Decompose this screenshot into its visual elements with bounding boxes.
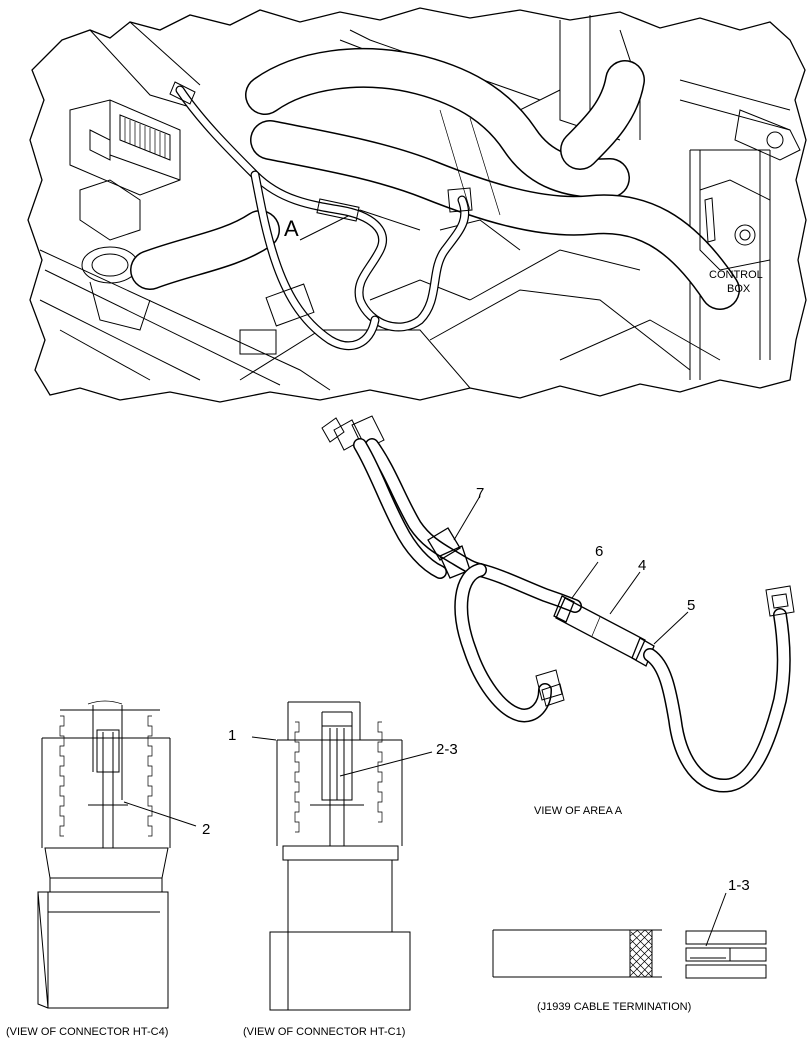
callout-6: 6 xyxy=(595,543,603,560)
area-a-detail: 7 6 4 5 VIEW OF AREA A xyxy=(321,415,795,817)
overview-outline xyxy=(27,7,807,403)
connector-ht-c4: 2 (VIEW OF CONNECTOR HT-C4) xyxy=(6,700,210,1038)
caption-connector-ht-c4: (VIEW OF CONNECTOR HT-C4) xyxy=(6,1026,168,1038)
callout-5: 5 xyxy=(687,597,695,614)
item-5-band xyxy=(631,637,655,667)
item-6-band xyxy=(553,595,575,623)
callout-4: 4 xyxy=(638,557,646,574)
harness-end-connector-right xyxy=(765,585,795,617)
j1939-cable-termination: 1-3 (J1939 CABLE TERMINATION) xyxy=(492,877,767,1013)
caption-view-of-area-a: VIEW OF AREA A xyxy=(534,805,623,817)
harness-end-connector-loop xyxy=(535,669,565,707)
control-box-label-line2: BOX xyxy=(727,283,751,295)
callout-7: 7 xyxy=(476,485,484,502)
control-box-label-line1: CONTROL xyxy=(709,269,763,281)
braid-shield xyxy=(629,929,653,978)
ecm-module xyxy=(69,99,181,331)
callout-1: 1 xyxy=(228,727,236,744)
callout-2: 2 xyxy=(202,821,210,838)
connector-ht-c1: 1 2-3 (VIEW OF CONNECTOR HT-C1) xyxy=(228,701,458,1038)
caption-connector-ht-c1: (VIEW OF CONNECTOR HT-C1) xyxy=(243,1026,405,1038)
engine-overview: A CONTROL BOX xyxy=(27,7,807,403)
callout-1-3: 1-3 xyxy=(728,877,750,894)
area-a-label: A xyxy=(284,216,299,241)
area-a-harness xyxy=(169,81,473,355)
control-box xyxy=(699,109,801,271)
caption-j1939-cable-termination: (J1939 CABLE TERMINATION) xyxy=(537,1001,691,1013)
coolant-hoses xyxy=(130,47,740,310)
callout-2-3: 2-3 xyxy=(436,741,458,758)
